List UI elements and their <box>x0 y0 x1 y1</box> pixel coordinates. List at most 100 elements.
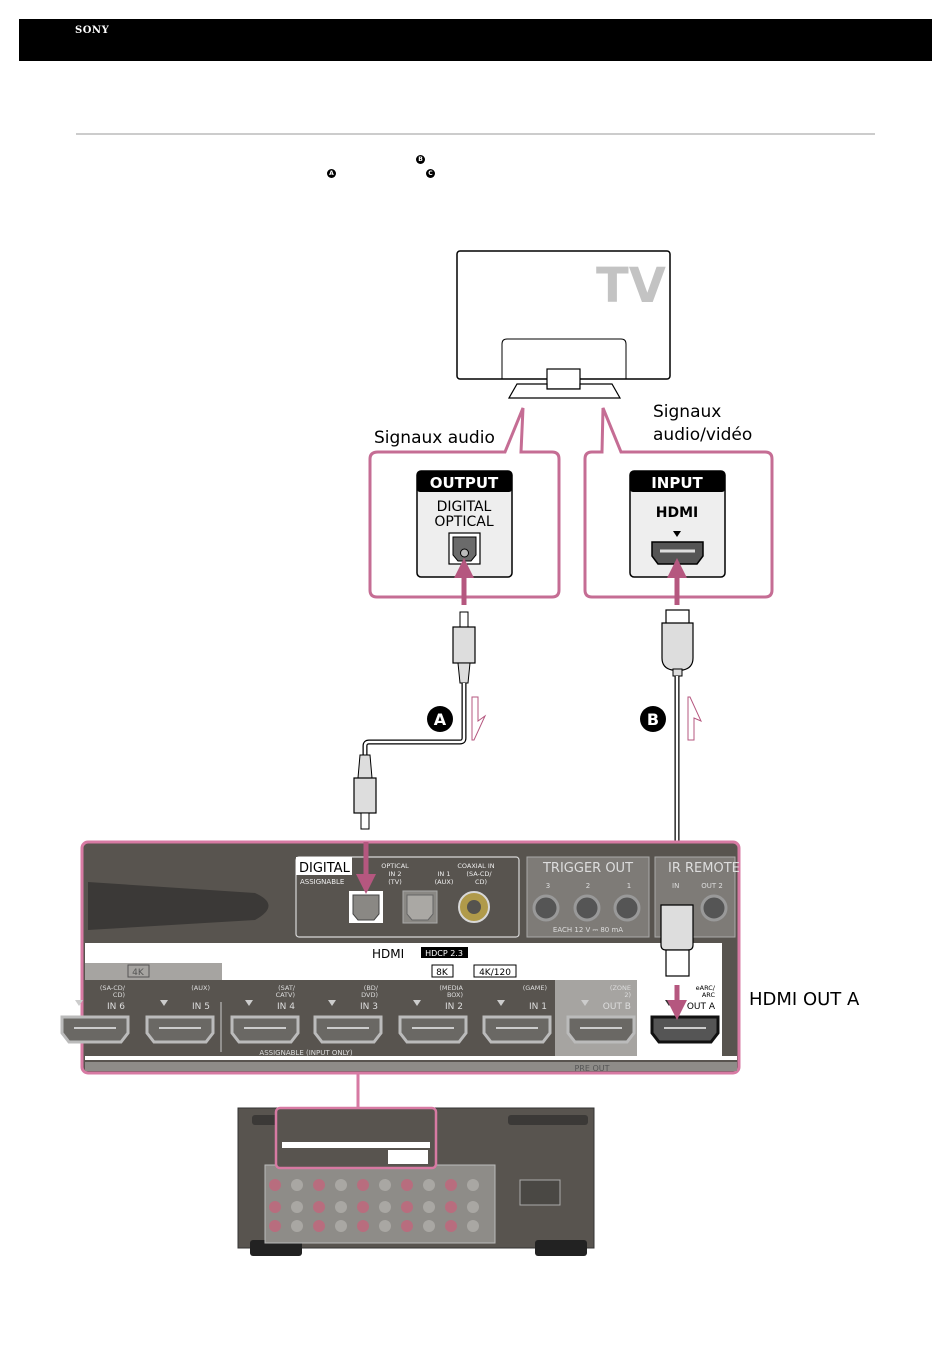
callout-hdmi-input: Signaux audio/vidéo INPUT HDMI <box>583 402 774 605</box>
hdmi-socket-icon <box>566 1015 636 1044</box>
caption-av-signals-line2: audio/vidéo <box>653 425 752 445</box>
hdmi-port-in-3: (BD/DVD)IN 3 <box>313 984 383 1044</box>
speaker-terminal-icon <box>467 1220 479 1232</box>
ir-jack-icon <box>700 894 728 922</box>
tv-base <box>507 383 622 399</box>
triangle-indicator-icon <box>413 1000 421 1006</box>
tv-neck <box>546 368 581 390</box>
speaker-terminal-icon <box>269 1201 281 1213</box>
signal-direction-up-icon <box>687 696 702 741</box>
speaker-terminal-icon <box>379 1220 391 1232</box>
hdmi-port-sub-label: 2) <box>624 991 631 999</box>
triangle-indicator-icon <box>75 1000 83 1006</box>
input-line-hdmi: HDMI <box>656 505 698 521</box>
hdmi-socket-icon <box>60 1015 130 1044</box>
speaker-terminal-icon <box>357 1220 369 1232</box>
hdmi-port-sub-label: (SA-CD/ <box>100 984 126 992</box>
caption-av-signals-line1: Signaux <box>653 402 721 422</box>
speaker-terminal-icon <box>423 1179 435 1191</box>
trigger-number: 3 <box>546 882 550 890</box>
speaker-terminal-icon <box>313 1179 325 1191</box>
marker-c-icon: C <box>426 169 435 178</box>
speaker-terminal-icon <box>313 1201 325 1213</box>
hdmi-socket-icon <box>230 1015 300 1044</box>
badge-8k: 8K <box>436 968 449 978</box>
hdmi-out-a-callout: HDMI OUT A <box>749 989 860 1010</box>
hdmi-port-name: OUT B <box>603 1002 631 1012</box>
hdmi-port-name: IN 6 <box>107 1002 125 1012</box>
coaxial-label-1: COAXIAL IN <box>457 862 494 870</box>
speaker-terminal-icon <box>467 1179 479 1191</box>
caption-audio-signals: Signaux audio <box>374 428 495 448</box>
hdmi-port-name: IN 1 <box>529 1002 547 1012</box>
hdmi-port-name: IN 4 <box>277 1002 295 1012</box>
tv-label: TV <box>596 258 666 314</box>
hdmi-port-sub-label: CD) <box>113 991 125 999</box>
speaker-terminal-icon <box>291 1179 303 1191</box>
triangle-indicator-icon <box>328 1000 336 1006</box>
hdmi-port-in-5: (AUX)IN 5 <box>145 984 215 1044</box>
hdmi-socket-icon <box>313 1015 383 1044</box>
sony-logo: SONY <box>75 25 110 36</box>
hdmi-socket-icon <box>398 1015 468 1044</box>
hdmi-port-icon <box>651 541 704 565</box>
marker-a-icon: A <box>327 169 336 178</box>
speaker-terminal-icon <box>401 1201 413 1213</box>
hdmi-port-in-6: (SA-CD/CD) IN 6 <box>60 984 130 1044</box>
optical-in2-label-1: OPTICAL <box>381 862 409 870</box>
trigger-out-title: TRIGGER OUT <box>542 861 633 876</box>
optical-in2-label-3: (TV) <box>388 878 402 886</box>
divider <box>76 133 875 135</box>
hdmi-port-in-4: (SAT/CATV) IN 4 <box>230 984 300 1044</box>
optical-in1-label-1: IN 1 <box>438 870 451 878</box>
tv-illustration: TV <box>456 250 671 399</box>
speaker-terminal-icon <box>335 1201 347 1213</box>
ir-remote-title: IR REMOTE <box>668 861 740 876</box>
hdmi-port-name: IN 3 <box>360 1002 378 1012</box>
hdmi-port-sub-label: (SAT/ <box>278 984 296 992</box>
hdmi-socket-icon <box>482 1015 552 1044</box>
hdmi-port-sub-label: DVD) <box>361 991 378 999</box>
speaker-terminal-icon <box>445 1201 457 1213</box>
hdmi-port-name: IN 5 <box>192 1002 210 1012</box>
hdmi-port-sub-label: ARC <box>702 991 716 999</box>
hdmi-port-sub-label: (ZONE <box>610 984 631 992</box>
ir-out2-label: OUT 2 <box>701 882 723 890</box>
badge-4k120: 4K/120 <box>479 968 511 978</box>
hdmi-socket-icon <box>650 1015 720 1044</box>
hdmi-port-sub-label: (GAME) <box>523 984 547 992</box>
page-header: SONY <box>19 19 932 61</box>
cable-b-marker-icon <box>640 706 666 732</box>
hdmi-port-sub-label: CATV) <box>276 991 295 999</box>
speaker-terminal-icon <box>379 1201 391 1213</box>
antenna-icon <box>88 882 269 930</box>
hdmi-port-sub-label: BOX) <box>447 991 463 999</box>
speaker-terminal-icon <box>401 1220 413 1232</box>
speaker-terminal-icon <box>467 1201 479 1213</box>
speaker-terminal-icon <box>445 1179 457 1191</box>
coaxial-label-3: CD) <box>475 878 487 886</box>
speaker-terminal-icon <box>423 1220 435 1232</box>
speaker-terminal-icon <box>335 1220 347 1232</box>
trigger-note: EACH 12 V ⎓ 80 mA <box>553 926 623 934</box>
speaker-terminal-icon <box>401 1179 413 1191</box>
output-title: OUTPUT <box>430 474 499 492</box>
marker-b-icon: B <box>416 155 425 164</box>
assignable-note: ASSIGNABLE (INPUT ONLY) <box>259 1049 352 1057</box>
speaker-terminal-icon <box>379 1179 391 1191</box>
triangle-indicator-icon <box>160 1000 168 1006</box>
hdmi-section-label: HDMI <box>372 947 404 961</box>
optical-in2-label-2: IN 2 <box>389 870 402 878</box>
speaker-terminal-icon <box>269 1179 281 1191</box>
receiver-rear-closeup: DIGITAL ASSIGNABLE OPTICAL IN 2 (TV) IN … <box>60 840 741 1075</box>
triangle-indicator-icon <box>673 531 681 537</box>
trigger-jack-icon <box>573 894 601 922</box>
coaxial-label-2: (SA-CD/ <box>466 870 492 878</box>
speaker-terminal-icon <box>357 1179 369 1191</box>
hdmi-port-name: OUT A <box>687 1002 716 1012</box>
triangle-indicator-icon <box>497 1000 505 1006</box>
speaker-terminal-icon <box>335 1179 347 1191</box>
